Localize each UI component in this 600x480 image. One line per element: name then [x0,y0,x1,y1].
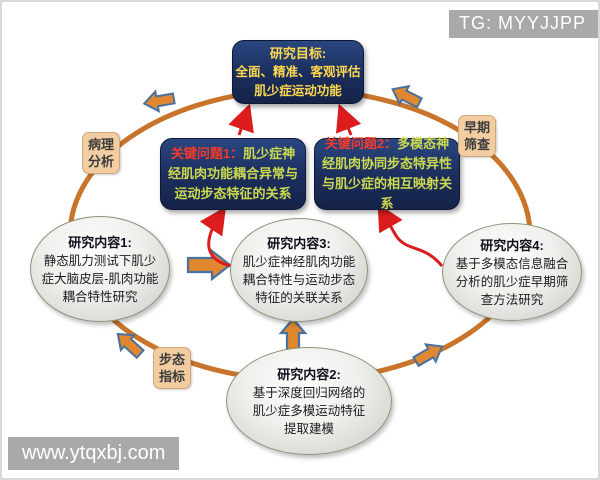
red-arrow-content4-to-kq2 [377,203,444,267]
content-2-text: 基于深度回归网络的肌少症多模运动特征提取建模 [252,385,366,436]
key-question-1-text: 肌少症神经肌肉功能耦合异常与运动步态特征的关系 [167,146,298,201]
ring-label-pathology-analysis: 病理 分析 [82,132,121,174]
key-question-1-label: 关键问题1： [170,146,244,161]
ring-label-gait-metrics: 步态 指标 [153,347,192,389]
content-1-text: 静态肌力测试下肌少症大脑皮层-肌肉功能耦合特性研究 [41,253,159,304]
key-question-1-box: 关键问题1：肌少症神经肌肉功能耦合异常与运动步态特征的关系 [160,138,306,210]
tg-watermark-badge: TG: MYYJJPP [448,10,598,38]
red-arrow-kq2-to-goal [335,103,362,136]
research-content-2-ellipse: 研究内容2: 基于深度回归网络的肌少症多模运动特征提取建模 [226,347,392,455]
content-4-text: 基于多模态信息融合分析的肌少症早期筛查方法研究 [455,256,569,307]
ring-arrow-top-left [142,89,176,114]
key-question-2-text: 多模态神经肌肉协同步态特异性与肌少症的相互映射关系 [321,136,452,211]
content-2-title: 研究内容2: [277,366,341,382]
website-watermark: www.ytqxbj.com [8,437,180,470]
research-content-1-ellipse: 研究内容1: 静态肌力测试下肌少症大脑皮层-肌肉功能耦合特性研究 [30,216,170,322]
ring-arrow-top-right [391,84,423,109]
ring-label-early-screening: 早期 筛查 [458,115,497,157]
ring-arrow-bottom-right [412,343,444,368]
arrow-content1-to-content3 [186,248,232,282]
key-question-2-label: 关键问题2： [324,136,398,151]
research-content-3-ellipse: 研究内容3: 肌少症神经肌肉功能耦合特性与运动步态特征的关联关系 [230,218,368,322]
goal-line-2: 肌少症运动功能 [254,83,342,98]
content-3-title: 研究内容3: [267,235,331,251]
key-question-2-box: 关键问题2：多模态神经肌肉协同步态特异性与肌少症的相互映射关系 [314,136,460,211]
content-1-title: 研究内容1: [68,234,132,250]
red-arrow-kq1-to-goal [228,103,254,136]
goal-line-1: 全面、精准、客观评估 [235,64,361,79]
research-goal-box: 研究目标: 全面、精准、客观评估 肌少症运动功能 [232,40,364,104]
research-content-4-ellipse: 研究内容4: 基于多模态信息融合分析的肌少症早期筛查方法研究 [442,223,582,321]
content-4-title: 研究内容4: [480,237,544,253]
content-3-text: 肌少症神经肌肉功能耦合特性与运动步态特征的关联关系 [242,254,356,305]
ring-arrow-bottom-left [116,332,145,360]
goal-title: 研究目标: [269,45,327,61]
